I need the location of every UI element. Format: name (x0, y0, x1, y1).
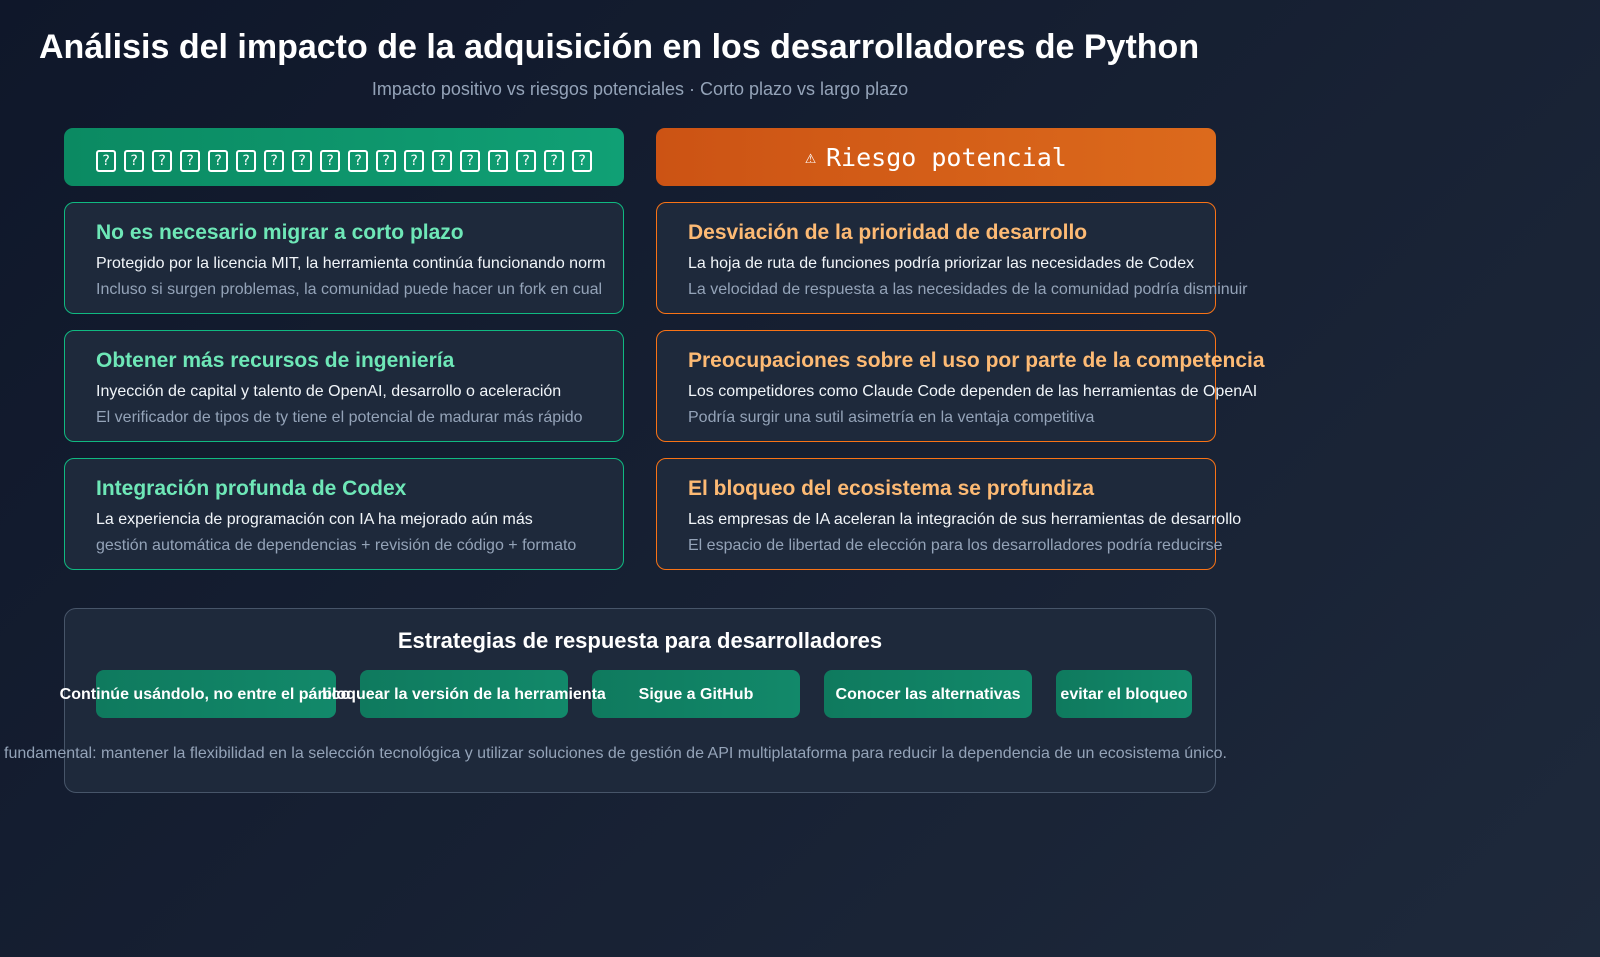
card-line: El espacio de libertad de elección para … (688, 537, 1223, 554)
card-title: Desviación de la prioridad de desarrollo (688, 221, 1088, 244)
missing-glyph-box: ? (376, 150, 396, 172)
strategy-label: bloquear la versión de la herramienta (322, 686, 606, 703)
risk-card: Desviación de la prioridad de desarrollo… (656, 202, 1248, 314)
strategy-label: Conocer las alternativas (835, 686, 1021, 703)
missing-glyph-box: ? (264, 150, 284, 172)
card-title: No es necesario migrar a corto plazo (96, 221, 464, 244)
strategy-button-alternatives[interactable] (824, 670, 1032, 718)
missing-glyph-box: ? (516, 150, 536, 172)
card-line: La hoja de ruta de funciones podría prio… (688, 255, 1195, 272)
risk-card: El bloqueo del ecosistema se profundiza … (656, 458, 1242, 570)
missing-glyph-box: ? (124, 150, 144, 172)
risk-header-label: Riesgo potencial (826, 142, 1067, 172)
strategies-title: Estrategias de respuesta para desarrolla… (397, 628, 883, 653)
missing-glyph-box: ? (180, 150, 200, 172)
strategy-button-lock-version[interactable] (360, 670, 568, 718)
strategy-label: Sigue a GitHub (638, 686, 754, 703)
card-line: Incluso si surgen problemas, la comunida… (96, 281, 603, 298)
missing-glyph-box: ? (404, 150, 424, 172)
strategy-button-follow-github[interactable] (592, 670, 800, 718)
card-title: El bloqueo del ecosistema se profundiza (688, 477, 1095, 500)
missing-glyph-box: ? (320, 150, 340, 172)
missing-glyph-box: ? (544, 150, 564, 172)
missing-glyph-box: ? (348, 150, 368, 172)
positive-card: No es necesario migrar a corto plazo Pro… (64, 202, 624, 314)
missing-glyph-box: ? (152, 150, 172, 172)
card-line: gestión automática de dependencias + rev… (96, 537, 577, 554)
missing-glyph-box: ? (236, 150, 256, 172)
missing-glyph-box: ? (292, 150, 312, 172)
card-line: El verificador de tipos de ty tiene el p… (96, 409, 583, 426)
card-title: Preocupaciones sobre el uso por parte de… (688, 349, 1265, 372)
missing-glyph-box: ? (208, 150, 228, 172)
risk-card: Preocupaciones sobre el uso por parte de… (656, 330, 1265, 442)
positive-header-label: ?????????????????? (92, 142, 596, 172)
positive-impact-header: ?????????????????? (64, 128, 624, 186)
positive-card: Obtener más recursos de ingeniería Inyec… (64, 330, 624, 442)
page-title: Análisis del impacto de la adquisición e… (39, 28, 1200, 66)
card-line: La experiencia de programación con IA ha… (96, 511, 533, 528)
card-line: Protegido por la licencia MIT, la herram… (96, 255, 606, 272)
page-subtitle: Impacto positivo vs riesgos potenciales … (371, 79, 909, 99)
missing-glyph-box: ? (460, 150, 480, 172)
missing-glyph-box: ? (488, 150, 508, 172)
strategy-label: evitar el bloqueo (1060, 686, 1188, 703)
warning-icon: ⚠ (805, 146, 816, 168)
card-line: Inyección de capital y talento de OpenAI… (96, 383, 562, 400)
strategy-label: Continúe usándolo, no entre el pánico (59, 686, 351, 703)
missing-glyph-box: ? (96, 150, 116, 172)
card-line: Podría surgir una sutil asimetría en la … (688, 409, 1095, 426)
card-line: Las empresas de IA aceleran la integraci… (688, 511, 1242, 528)
strategies-note: fundamental: mantener la flexibilidad en… (4, 745, 1227, 762)
risk-header: ⚠ Riesgo potencial (656, 128, 1216, 186)
strategy-button-keep-using[interactable] (96, 670, 336, 718)
missing-glyph-box: ? (572, 150, 592, 172)
card-line: Los competidores como Claude Code depend… (688, 383, 1258, 400)
strategy-button-avoid-lockin[interactable] (1056, 670, 1192, 718)
card-line: La velocidad de respuesta a las necesida… (688, 281, 1248, 298)
card-title: Obtener más recursos de ingeniería (96, 349, 455, 372)
card-title: Integración profunda de Codex (96, 477, 407, 500)
positive-card: Integración profunda de Codex La experie… (64, 458, 624, 570)
missing-glyph-box: ? (432, 150, 452, 172)
